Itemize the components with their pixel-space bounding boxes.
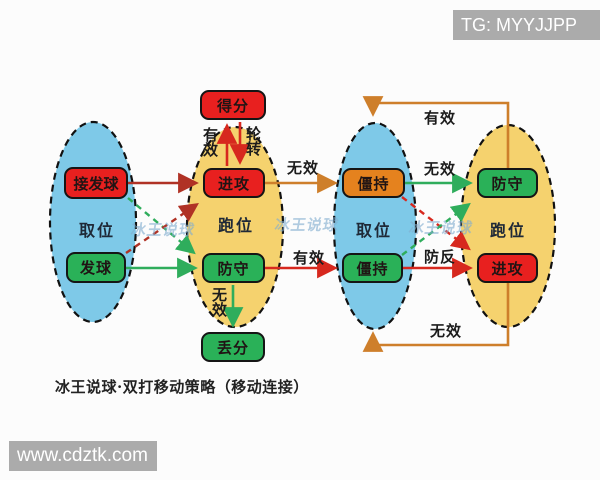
zone-label-running-2: 跑位 (490, 223, 527, 240)
node-lose-point: 丢分 (201, 332, 265, 362)
website-watermark: www.cdztk.com (9, 441, 157, 471)
zone-label-positioning-2: 取位 (356, 223, 393, 240)
node-serve: 发球 (66, 252, 126, 283)
brand-watermark-1: 冰王说球 (129, 222, 197, 239)
node-attack-mid: 进攻 (203, 168, 265, 198)
edge-label-ineffective-loop: 无效 (430, 323, 463, 340)
node-score: 得分 (200, 90, 266, 120)
node-receive-serve: 接发球 (64, 167, 128, 199)
telegram-watermark: TG: MYYJJPP (453, 10, 600, 40)
arrow-loop-ineffective-bottom (362, 282, 510, 352)
edge-label-ineffective-mid: 无效 (287, 160, 320, 177)
diagram-caption: 冰王说球·双打移动策略（移动连接） (55, 378, 309, 396)
edge-label-effective-mid: 有效 (293, 250, 326, 267)
edge-label-effective-loop: 有效 (424, 110, 457, 127)
arrow-receive-to-defend-dashed (127, 197, 196, 255)
brand-watermark-2: 冰王说球 (273, 217, 341, 234)
edge-label-ineffective-down: 无效 (212, 287, 228, 319)
node-stalemate-bottom: 僵持 (342, 253, 403, 283)
edge-label-counter-attack: 防反 (424, 249, 457, 266)
node-attack-right: 进攻 (477, 253, 538, 283)
edge-label-effective-up: 有效 (203, 127, 219, 159)
edge-label-ineffective-right: 无效 (424, 161, 457, 178)
node-stalemate-top: 僵持 (342, 168, 405, 198)
arrow-stalemate-to-defend-dashed (401, 202, 471, 256)
arrow-serve-to-attack-dashed (125, 202, 199, 254)
zone-label-running-1: 跑位 (218, 218, 255, 235)
node-defend-right: 防守 (477, 168, 538, 198)
edge-label-rotation-down: 轮转 (246, 126, 262, 158)
arrow-stalemate-to-attack-dashed (401, 196, 471, 251)
node-defend-mid: 防守 (202, 253, 265, 283)
arrow-loop-effective-top (362, 96, 510, 168)
zone-label-positioning-1: 取位 (79, 223, 116, 240)
brand-watermark-3: 冰王说球 (407, 220, 475, 237)
